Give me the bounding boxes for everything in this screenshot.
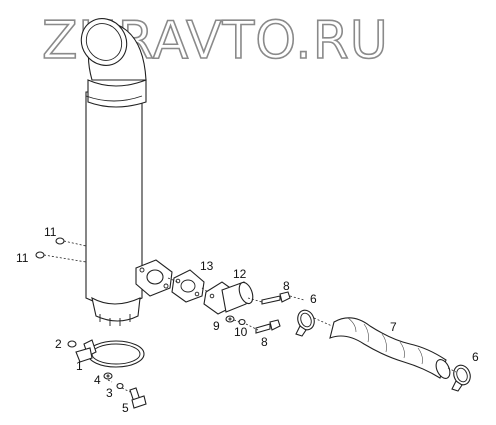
callout-5: 5 <box>122 401 129 415</box>
bolt-5 <box>129 387 147 409</box>
callout-8-upper: 8 <box>283 279 290 293</box>
washer-3 <box>116 382 124 390</box>
callout-4: 4 <box>94 373 101 387</box>
callout-12: 12 <box>233 267 247 281</box>
callout-7: 7 <box>390 320 397 334</box>
washer <box>225 315 235 323</box>
flange-pipe <box>203 281 254 315</box>
callout-11-lower: 11 <box>16 251 29 265</box>
bolt-upper <box>261 291 291 305</box>
mounting-strap <box>75 339 145 368</box>
bolt-lower <box>255 319 281 334</box>
muffler <box>80 18 173 326</box>
callout-9: 9 <box>213 319 220 333</box>
callout-6-upper: 6 <box>310 292 317 306</box>
hose-clamp-lower <box>451 364 471 392</box>
callout-6-lower: 6 <box>472 350 479 364</box>
flexible-hose <box>329 317 451 379</box>
nut <box>238 318 246 326</box>
nut-11-lower <box>35 251 45 259</box>
callout-3: 3 <box>106 386 113 400</box>
gasket <box>171 269 205 303</box>
callout-10: 10 <box>234 325 248 339</box>
callout-8-lower: 8 <box>261 335 268 349</box>
callout-2: 2 <box>55 337 62 351</box>
washer-4 <box>103 372 113 380</box>
hose-clamp-upper <box>295 309 315 337</box>
assembly-lines <box>43 240 457 393</box>
callout-13: 13 <box>200 259 214 273</box>
callout-1: 1 <box>76 359 83 373</box>
nut-11-upper <box>55 237 65 245</box>
nut-2 <box>67 340 77 348</box>
callout-11-upper: 11 <box>44 225 57 239</box>
